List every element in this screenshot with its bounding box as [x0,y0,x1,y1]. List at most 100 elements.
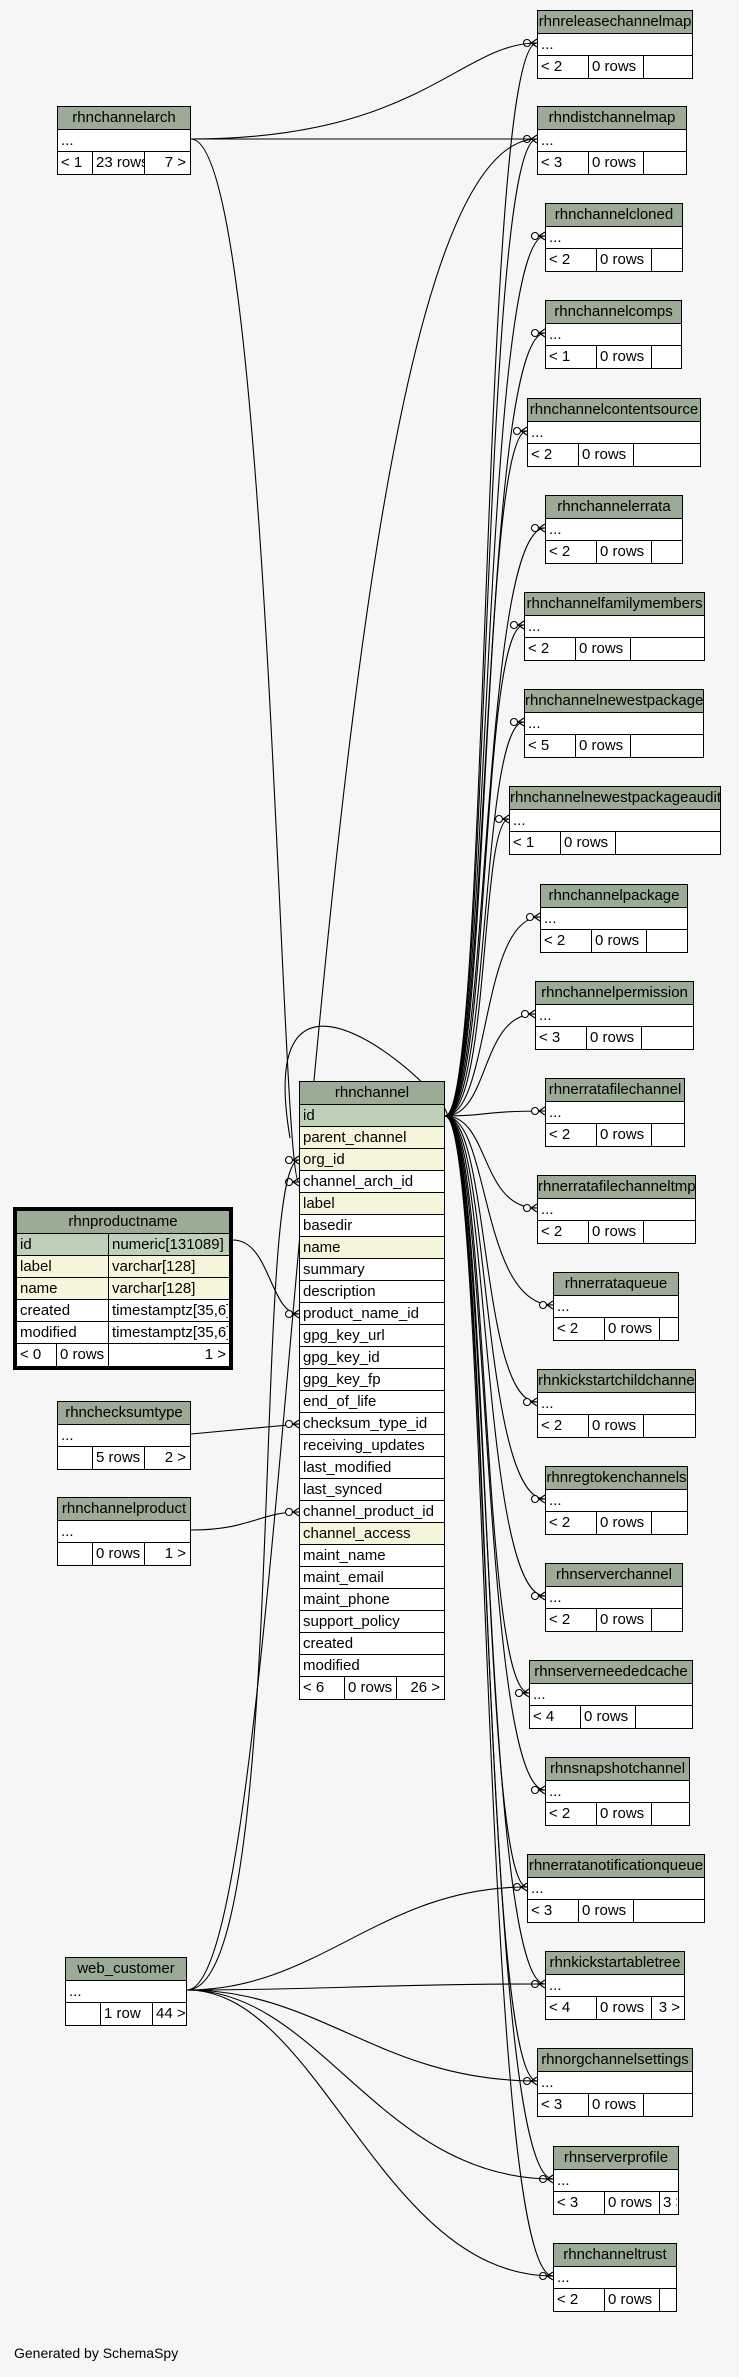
table-header[interactable]: rhnchannelcloned [546,204,682,227]
table-header[interactable]: rhnorgchannelsettings [538,2049,692,2072]
column-row[interactable]: ... [546,1781,689,1803]
column-channel-product-id[interactable]: channel_product_id [300,1501,444,1523]
column-maint-phone[interactable]: maint_phone [300,1589,444,1611]
table-header[interactable]: rhnchanneltrust [554,2244,676,2267]
column-support-policy[interactable]: support_policy [300,1611,444,1633]
table-header[interactable]: rhnchannel [300,1082,444,1105]
column-checksum-type-id[interactable]: checksum_type_id [300,1413,444,1435]
column-row[interactable]: ... [58,1521,190,1543]
table-header[interactable]: rhnerratafilechanneltmp [538,1176,695,1199]
column-row[interactable]: ... [546,1975,684,1997]
column-channel-arch-id[interactable]: channel_arch_id [300,1171,444,1193]
table-header[interactable]: rhnchannelfamilymembers [525,593,704,616]
column-row[interactable]: ... [525,713,703,735]
table-header[interactable]: rhnchannelcontentsource [528,399,700,422]
column-row[interactable]: ... [538,1393,695,1415]
column-gpg-key-url[interactable]: gpg_key_url [300,1325,444,1347]
column-row[interactable]: ... [538,34,692,56]
column-gpg-key-fp[interactable]: gpg_key_fp [300,1369,444,1391]
table-header[interactable]: rhnchannelnewestpackageaudit [510,787,720,810]
table-header[interactable]: rhnchannelerrata [546,496,682,519]
column-maint-email[interactable]: maint_email [300,1567,444,1589]
table-header[interactable]: rhnchannelnewestpackage [525,690,703,713]
table-header[interactable]: rhnkickstartabletree [546,1952,684,1975]
column-row[interactable]: ... [538,130,686,152]
table-header[interactable]: rhnerratafilechannel [546,1079,684,1102]
column-row[interactable]: ... [541,908,687,930]
table-header[interactable]: rhnerrataqueue [554,1273,678,1296]
column-id[interactable]: id [300,1105,444,1127]
column-row[interactable]: ... [66,1981,186,2003]
column-org-id[interactable]: org_id [300,1149,444,1171]
table-header[interactable]: rhnchannelpackage [541,885,687,908]
column-maint-name[interactable]: maint_name [300,1545,444,1567]
table-header[interactable]: rhnchannelproduct [58,1498,190,1521]
column-row[interactable]: ... [58,130,190,152]
column-channel-access[interactable]: channel_access [300,1523,444,1545]
table-header[interactable]: rhnserverchannel [546,1564,682,1587]
column-product-name-id[interactable]: product_name_id [300,1303,444,1325]
column-end-of-life[interactable]: end_of_life [300,1391,444,1413]
column-row[interactable]: ... [546,1490,687,1512]
column-row[interactable]: ... [546,1102,684,1124]
column-last-synced[interactable]: last_synced [300,1479,444,1501]
column-row[interactable]: ... [546,1587,682,1609]
table-header[interactable]: rhnchannelcomps [546,301,681,324]
column-row[interactable]: ... [528,1878,704,1900]
column-summary[interactable]: summary [300,1259,444,1281]
table-header[interactable]: rhnserverneededcache [530,1661,692,1684]
table-header[interactable]: rhnserverprofile [554,2147,678,2170]
column-modified[interactable]: modified [300,1655,444,1677]
column-row[interactable]: ... [546,519,682,541]
table-header[interactable]: web_customer [66,1958,186,1981]
column-basedir[interactable]: basedir [300,1215,444,1237]
column-row[interactable]: ... [525,616,704,638]
column-row[interactable]: ... [538,1199,695,1221]
table-header[interactable]: rhnregtokenchannels [546,1467,687,1490]
column-row[interactable]: ... [554,1296,678,1318]
column-row[interactable]: ... [530,1684,692,1706]
column-parent-channel[interactable]: parent_channel [300,1127,444,1149]
table-header[interactable]: rhnchannelarch [58,107,190,130]
table-header[interactable]: rhnreleasechannelmap [538,11,692,34]
column-row[interactable]: ... [538,2072,692,2094]
column-row[interactable]: ... [554,2267,676,2289]
column-row[interactable]: ... [554,2170,678,2192]
column-created[interactable]: created [300,1633,444,1655]
table-header[interactable]: rhnsnapshotchannel [546,1758,689,1781]
column-name[interactable]: name [300,1237,444,1259]
table-header[interactable]: rhnchannelpermission [536,982,693,1005]
column-row[interactable]: ... [58,1425,190,1447]
column-row[interactable]: ... [528,422,700,444]
column-last-modified[interactable]: last_modified [300,1457,444,1479]
column-row[interactable]: ... [546,324,681,346]
